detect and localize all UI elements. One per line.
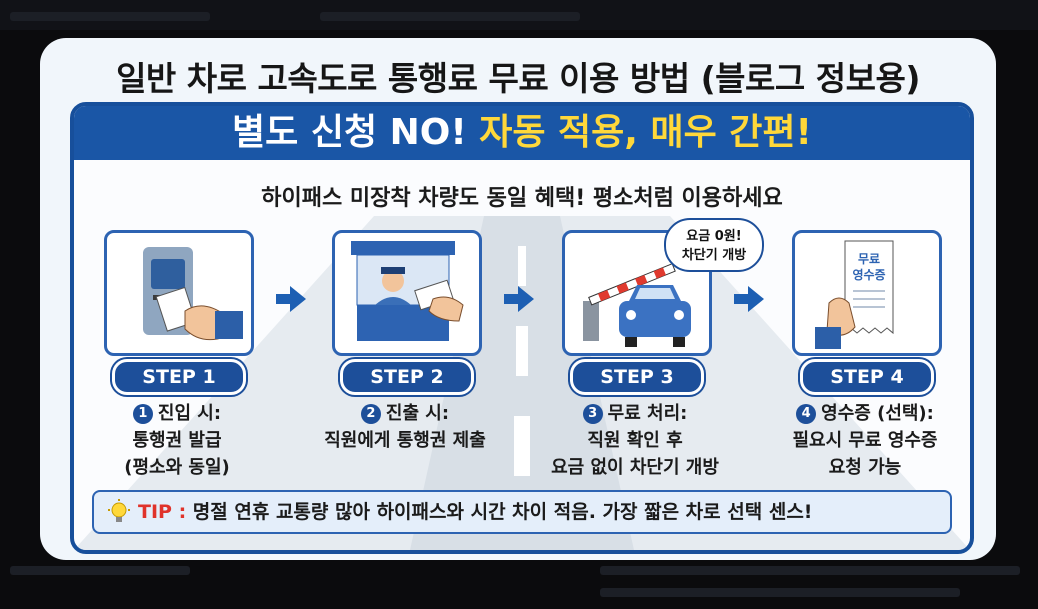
step-4-line2: 필요시 무료 영수증: [792, 430, 938, 451]
background-text-line: [600, 566, 1020, 575]
step-4-line1: 영수증 (선택):: [821, 403, 934, 424]
step-3-line1: 무료 처리:: [607, 403, 688, 424]
subtitle: 하이패스 미장착 차량도 동일 혜택! 평소처럼 이용하세요: [261, 186, 783, 211]
ticket-machine-icon: [143, 247, 243, 341]
step-2-number-icon: 2: [360, 404, 381, 424]
receipt-icon: 무료 영수증: [815, 240, 894, 349]
step-1-line1: 진입 시:: [157, 403, 222, 424]
toll-booth-icon: [351, 241, 464, 341]
page-title: 일반 차로 고속도로 통행료 무료 이용 방법 (블로그 정보용): [116, 59, 920, 98]
background-text-line: [320, 12, 580, 21]
background-text-line: [10, 566, 190, 575]
step-1-line2: 통행권 발급: [132, 430, 222, 451]
step-3-label: STEP 3: [570, 359, 704, 395]
bubble-line1: 요금 0원!: [686, 229, 742, 244]
step-4-label: STEP 4: [800, 359, 934, 395]
step-2-illustration: [332, 230, 482, 356]
lightbulb-icon: [108, 499, 130, 522]
step-4-illustration: 무료 영수증: [792, 230, 942, 356]
tip-box: TIP : 명절 연휴 교통량 많아 하이패스와 시간 차이 적음. 가장 짧은…: [92, 490, 952, 534]
step-2-line2: 직원에게 통행권 제출: [324, 430, 486, 451]
step-3-line2: 직원 확인 후: [587, 430, 683, 451]
step-4-line3: 요청 가능: [828, 457, 902, 478]
step-1-illustration: [104, 230, 254, 356]
bubble-line2: 차단기 개방: [681, 248, 747, 263]
step-3-line3: 요금 없이 차단기 개방: [551, 457, 719, 478]
arrow-right-icon: [276, 286, 306, 312]
step-3-number-icon: 3: [582, 404, 603, 424]
step-1-label: STEP 1: [112, 359, 246, 395]
headline-banner: 별도 신청 NO! 자동 적용, 매우 간편!: [74, 106, 970, 160]
banner-highlight: 자동 적용, 매우 간편!: [479, 112, 812, 153]
step-2-line1: 진출 시:: [385, 403, 450, 424]
arrow-right-icon: [504, 286, 534, 312]
arrow-right-icon: [734, 286, 764, 312]
barrier-car-icon: [583, 263, 691, 347]
infographic-card: 일반 차로 고속도로 통행료 무료 이용 방법 (블로그 정보용) 별도 신청 …: [40, 38, 996, 560]
receipt-line2: 영수증: [852, 267, 885, 282]
tip-label: TIP :: [138, 501, 187, 523]
step-4-number-icon: 4: [796, 404, 817, 424]
banner-text: 별도 신청 NO!: [232, 112, 480, 153]
receipt-line1: 무료: [858, 252, 880, 266]
step-2-label: STEP 2: [340, 359, 474, 395]
background-text-line: [10, 12, 210, 21]
main-panel: 별도 신청 NO! 자동 적용, 매우 간편! 하이패스 미장착 차량도 동일 …: [70, 102, 974, 554]
step-1-line3: (평소와 동일): [124, 457, 230, 478]
background-text-line: [600, 588, 960, 597]
step-1-number-icon: 1: [132, 404, 153, 424]
speech-bubble: 요금 0원! 차단기 개방: [664, 218, 764, 272]
tip-text: 명절 연휴 교통량 많아 하이패스와 시간 차이 적음. 가장 짧은 차로 선택…: [192, 501, 813, 523]
